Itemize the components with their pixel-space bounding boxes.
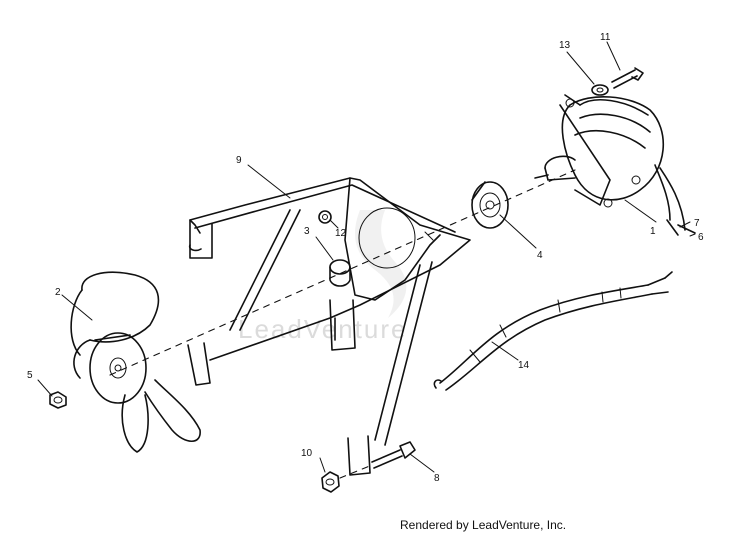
callout-14: 14 — [518, 360, 530, 371]
watermark: LeadVenture — [238, 210, 407, 344]
callout-4: 4 — [537, 250, 543, 261]
bracket-nut — [321, 471, 340, 493]
footer-credit: Rendered by LeadVenture, Inc. — [400, 518, 567, 532]
callout-8: 8 — [434, 473, 440, 484]
wire-harness — [433, 271, 673, 391]
fan-blade — [70, 271, 201, 453]
callout-7: 7 — [694, 218, 700, 229]
fan-bracket — [187, 177, 471, 476]
callouts: 1 2 3 4 5 6 7 8 9 10 11 12 13 14 — [27, 32, 704, 484]
callout-3: 3 — [304, 226, 310, 237]
leader-lines — [37, 41, 696, 473]
fan-nut — [49, 391, 67, 409]
callout-2: 2 — [55, 287, 61, 298]
small-nut — [318, 210, 332, 224]
callout-6: 6 — [698, 232, 704, 243]
callout-12: 12 — [335, 228, 347, 239]
callout-9: 9 — [236, 155, 242, 166]
callout-1: 1 — [650, 226, 656, 237]
bracket-bolt — [339, 441, 416, 479]
spacer — [329, 259, 351, 287]
callout-5: 5 — [27, 370, 33, 381]
mounting-bolt — [591, 67, 644, 96]
callout-13: 13 — [559, 40, 571, 51]
fan-motor — [534, 94, 696, 236]
callout-10: 10 — [301, 448, 313, 459]
shaft-axis — [109, 169, 576, 376]
motor-hub — [471, 181, 509, 229]
watermark-text: LeadVenture — [238, 314, 407, 344]
callout-11: 11 — [600, 32, 611, 43]
